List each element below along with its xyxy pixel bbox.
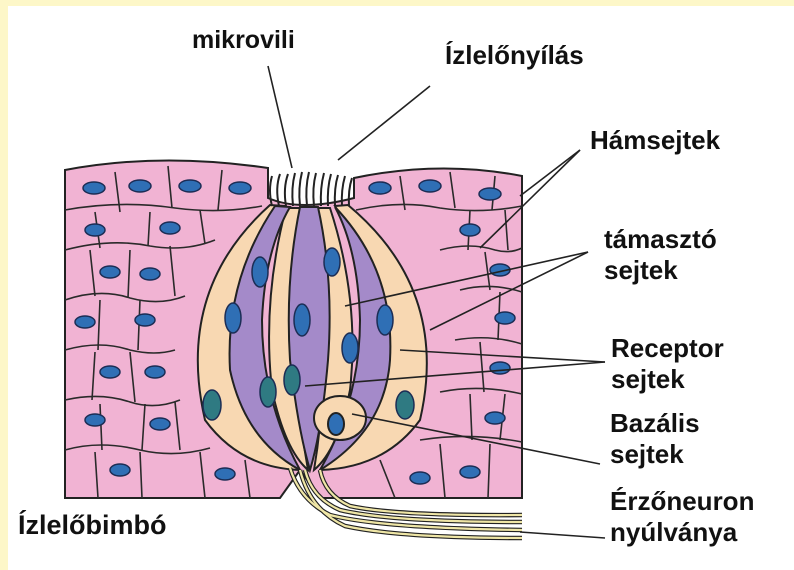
label-taste-pore: Ízlelőnyílás	[445, 40, 584, 71]
label-receptor-cells: Receptor sejtek	[611, 333, 724, 394]
leader-pore	[338, 86, 430, 160]
label-mikrovili: mikrovili	[192, 26, 295, 56]
leader-neuron	[520, 532, 605, 538]
label-basal-cells: Bazális sejtek	[610, 408, 700, 469]
basal-cell	[314, 396, 366, 440]
label-sensory-neuron: Érzőneuron nyúlványa	[610, 486, 754, 547]
leader-epithelial-1	[520, 150, 580, 196]
label-epithelial-cells: Hámsejtek	[590, 125, 720, 156]
label-taste-bud: Ízlelőbimbó	[18, 510, 167, 542]
leader-mikrovili	[268, 66, 292, 168]
label-supporting-cells: támasztó sejtek	[604, 224, 717, 285]
